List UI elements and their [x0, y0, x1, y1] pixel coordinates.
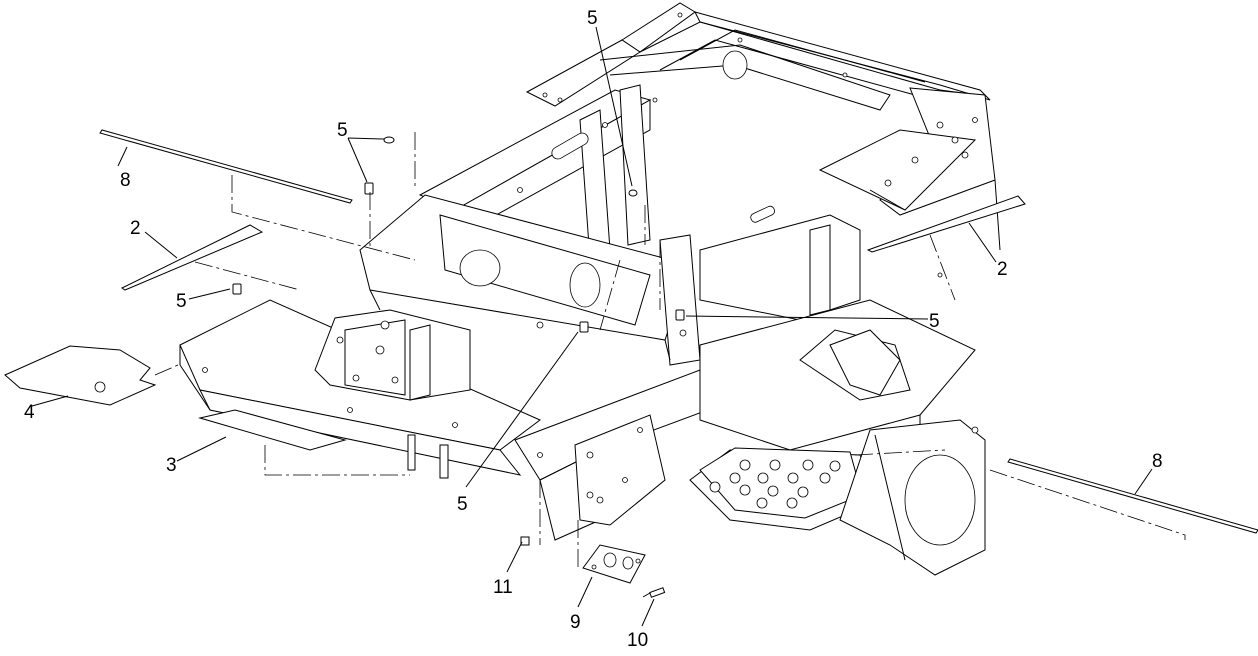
callout-5-upper-left: 5 — [337, 120, 348, 141]
right-motor-housing — [839, 419, 986, 576]
plate-3 — [198, 409, 347, 451]
nut-11 — [520, 536, 530, 546]
rear-frame-assembly — [418, 2, 1001, 321]
callout-8-right: 8 — [1152, 451, 1163, 472]
callout-5-right: 5 — [929, 311, 940, 332]
strip-8-right — [1007, 458, 1258, 534]
foot-platform — [689, 447, 881, 531]
callout-5-bottom: 5 — [457, 494, 468, 515]
plate-4 — [4, 345, 157, 406]
callout-11: 11 — [493, 577, 513, 598]
mounting-bracket — [314, 309, 471, 401]
spacers-5 — [232, 136, 685, 333]
callout-5-left: 5 — [176, 291, 187, 312]
wedge-2-right — [866, 195, 1026, 253]
leader-lines — [31, 26, 1153, 627]
wedge-2-left — [121, 224, 264, 291]
right-deck-plate — [699, 299, 976, 471]
callout-2-left: 2 — [130, 218, 141, 239]
assembly-centerlines — [154, 132, 1186, 568]
callout-10: 10 — [627, 630, 648, 651]
bolt-10 — [642, 587, 666, 598]
callout-labels: 5 5 8 2 5 4 3 5 11 9 10 2 5 8 — [24, 8, 1163, 651]
callout-3: 3 — [166, 455, 177, 476]
callout-8-left: 8 — [120, 170, 131, 191]
strip-8-left — [99, 129, 353, 204]
callout-5-top: 5 — [587, 8, 598, 29]
callout-4: 4 — [24, 402, 35, 423]
callout-2-right: 2 — [997, 259, 1008, 280]
gasket-9 — [582, 544, 646, 584]
callout-9: 9 — [570, 612, 581, 633]
